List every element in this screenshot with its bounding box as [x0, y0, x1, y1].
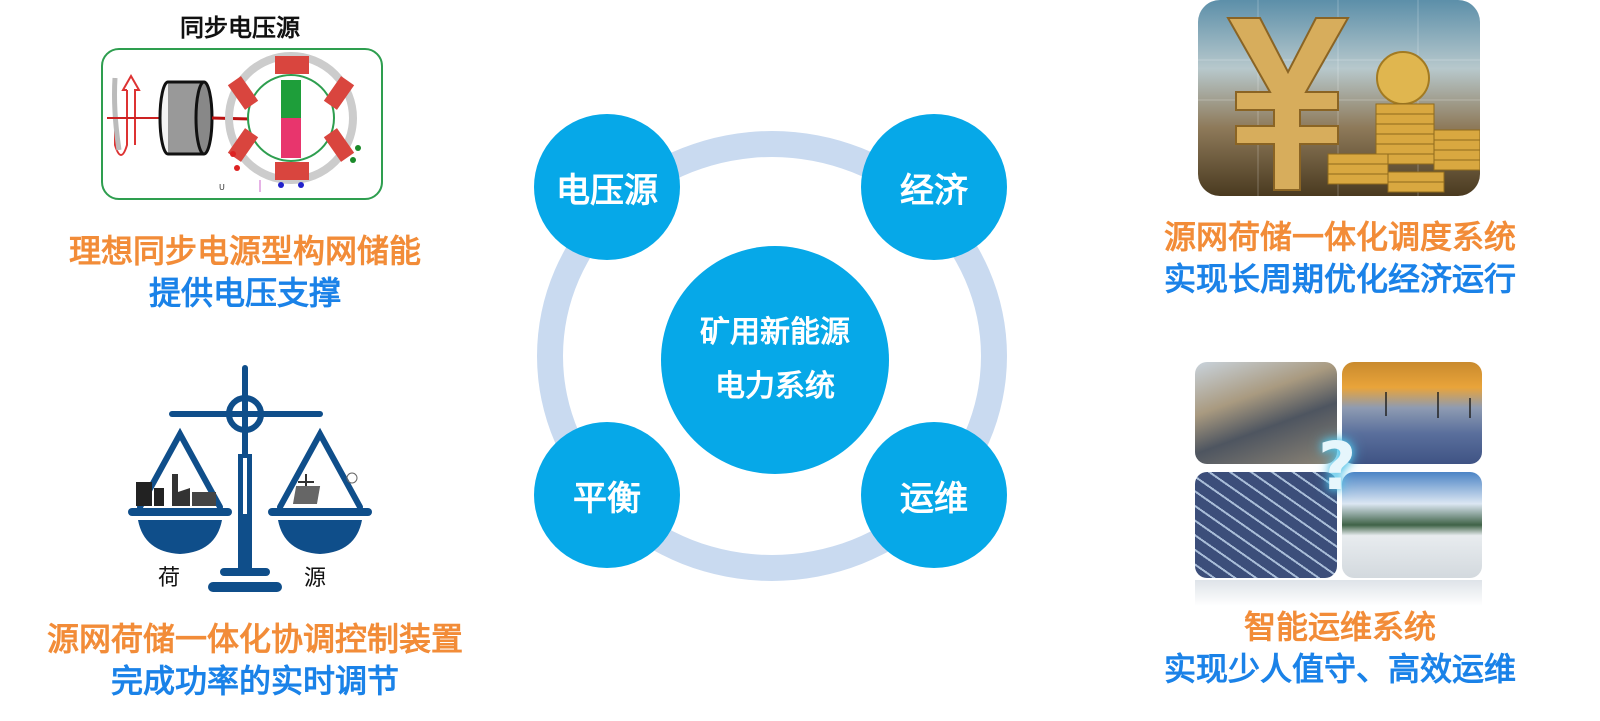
wind-farm-sunset-image: [1342, 362, 1482, 464]
coordination-device-caption-title: 源网荷储一体化协调控制装置: [46, 620, 463, 658]
voltage-label: U: [219, 183, 225, 192]
yuan-symbol-icon: [1198, 0, 1480, 196]
sync-source-caption-title: 理想同步电源型构网储能: [68, 232, 421, 270]
load-label: 荷: [158, 566, 181, 591]
node-economy-label: 经济: [900, 170, 968, 211]
om-system-caption-subtitle: 实现少人值守、高效运维: [1163, 650, 1516, 688]
balance-scale-icon: [128, 365, 372, 592]
sync-source-caption-subtitle: 提供电压支撑: [148, 274, 341, 312]
node-balance-label: 平衡: [573, 478, 641, 519]
wind-turbines-icon: [1385, 392, 1471, 418]
om-system-caption-title: 智能运维系统: [1243, 608, 1436, 646]
node-voltage-source-label: 电压源: [556, 170, 658, 211]
coordination-device-caption-subtitle: 完成功率的实时调节: [110, 662, 399, 700]
dispatch-system-caption-title: 源网荷储一体化调度系统: [1163, 218, 1516, 256]
node-voltage-source: 电压源: [534, 114, 680, 260]
hub-title-line2: 电力系统: [715, 369, 835, 404]
wind-turbine-maintenance-image: [1342, 472, 1482, 578]
photo-reflection: [1195, 580, 1482, 606]
yuan-coins-finance-image: [1198, 0, 1480, 196]
node-operations: 运维: [861, 422, 1007, 568]
solar-panel-workers-image: [1195, 472, 1337, 578]
node-economy: 经济: [861, 114, 1007, 260]
source-label: 源: [304, 566, 327, 591]
sync-machine-diagram: U: [101, 48, 383, 200]
synchronous-motor-icon: U: [107, 52, 361, 192]
question-mark-icon: ?: [1318, 428, 1357, 505]
dispatch-system-caption-subtitle: 实现长周期优化经济运行: [1163, 260, 1516, 298]
hub-mining-power-system: 矿用新能源 电力系统: [661, 246, 889, 474]
hub-title-line1: 矿用新能源: [700, 315, 850, 350]
node-operations-label: 运维: [900, 478, 968, 519]
node-balance: 平衡: [534, 422, 680, 568]
balance-scale-illustration: 荷 源: [120, 362, 380, 602]
mine-solar-site-image: [1195, 362, 1337, 464]
sync-source-title: 同步电压源: [180, 14, 300, 42]
